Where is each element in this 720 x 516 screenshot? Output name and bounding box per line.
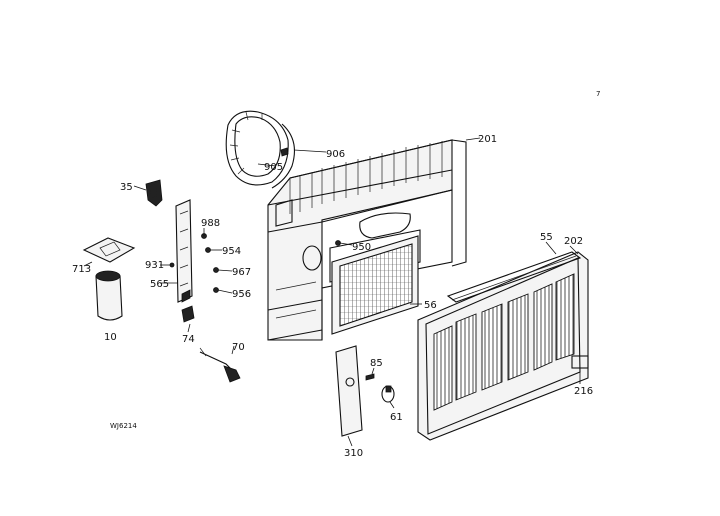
knob-61: [381, 385, 395, 403]
front-grille: [433, 251, 582, 411]
label-screw-950: 950: [352, 242, 371, 253]
label-bracket-35: 35: [120, 182, 133, 193]
label-capacitor-bracket: 713: [72, 264, 91, 275]
knob-85: [365, 373, 375, 381]
leader-lines: [83, 137, 581, 447]
screw-950: [335, 240, 341, 246]
label-fan-shroud: 905: [264, 162, 283, 173]
capacitor: [95, 270, 123, 321]
screw-967: [213, 267, 219, 273]
label-front-panel: 202: [564, 236, 583, 247]
corner-mark: 7: [596, 90, 600, 98]
label-knob-61: 61: [390, 412, 403, 423]
label-cabinet: 201: [478, 134, 497, 145]
label-capacitor: 10: [104, 332, 117, 343]
control-panel: [335, 345, 363, 437]
fan-shroud: [225, 110, 295, 189]
control-bracket: [175, 199, 193, 303]
label-shroud-clip: 906: [326, 149, 345, 160]
label-nameplate: 216: [574, 386, 593, 397]
label-screw-988: 988: [201, 218, 220, 229]
screw-954: [205, 247, 211, 253]
label-cord-70: 70: [232, 342, 245, 353]
label-screw-956: 956: [232, 289, 251, 300]
capacitor-bracket: [82, 237, 136, 263]
label-screw-954: 954: [222, 246, 241, 257]
nut-931: [169, 262, 175, 268]
label-clip-74: 74: [182, 334, 195, 345]
label-screw-967: 967: [232, 267, 251, 278]
label-filter: 56: [424, 300, 437, 311]
cabinet: [267, 139, 467, 341]
bracket-35: [145, 179, 163, 207]
drawing-code: WJ6214: [110, 422, 137, 430]
screw-956: [213, 287, 219, 293]
label-knob-85: 85: [370, 358, 383, 369]
cord-70: [199, 347, 241, 383]
shroud-clip: [280, 147, 289, 157]
filter: [331, 235, 419, 335]
label-control-bracket: 565: [150, 279, 169, 290]
label-grille-55: 55: [540, 232, 553, 243]
label-control-panel: 310: [344, 448, 363, 459]
label-nut-931: 931: [145, 260, 164, 271]
clip-74: [181, 305, 195, 323]
